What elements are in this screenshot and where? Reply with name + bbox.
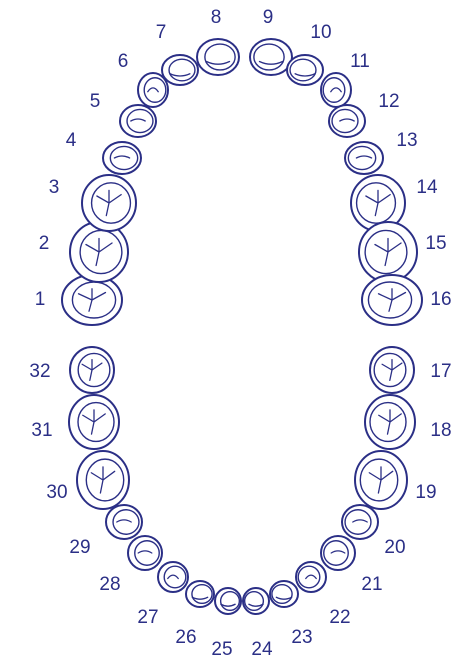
tooth-20[interactable] [342,505,378,539]
tooth-label-31: 31 [31,420,52,441]
tooth-label-3: 3 [49,177,60,198]
tooth-21[interactable] [321,536,355,570]
tooth-30[interactable] [77,451,129,509]
tooth-label-20: 20 [384,537,405,558]
tooth-label-8: 8 [211,7,222,28]
tooth-label-18: 18 [430,420,451,441]
tooth-label-25: 25 [211,639,232,660]
tooth-label-12: 12 [378,91,399,112]
tooth-3[interactable] [82,175,136,231]
tooth-11[interactable] [321,73,351,107]
tooth-25[interactable] [215,588,241,614]
tooth-label-4: 4 [66,130,77,151]
tooth-label-16: 16 [430,289,451,310]
tooth-18[interactable] [365,395,415,449]
tooth-24[interactable] [243,588,269,614]
tooth-label-17: 17 [430,361,451,382]
tooth-label-24: 24 [251,639,273,660]
tooth-19[interactable] [355,451,407,509]
tooth-7[interactable] [162,55,198,85]
tooth-4[interactable] [103,142,141,174]
tooth-label-13: 13 [396,130,417,151]
tooth-label-32: 32 [29,361,50,382]
tooth-13[interactable] [345,142,383,174]
tooth-17[interactable] [370,347,414,393]
tooth-27[interactable] [158,562,188,592]
tooth-28[interactable] [128,536,162,570]
tooth-9[interactable] [250,39,292,75]
tooth-label-22: 22 [329,607,350,628]
tooth-26[interactable] [186,581,214,607]
tooth-label-30: 30 [46,482,67,503]
tooth-label-5: 5 [90,91,101,112]
tooth-label-1: 1 [35,289,46,310]
tooth-label-23: 23 [291,627,312,648]
tooth-22[interactable] [296,562,326,592]
tooth-label-26: 26 [175,627,196,648]
tooth-label-11: 11 [350,51,370,72]
tooth-31[interactable] [69,395,119,449]
tooth-32[interactable] [70,347,114,393]
tooth-6[interactable] [138,73,168,107]
tooth-10[interactable] [287,55,323,85]
tooth-label-27: 27 [137,607,158,628]
tooth-15[interactable] [359,222,417,282]
tooth-2[interactable] [70,222,128,282]
tooth-29[interactable] [106,505,142,539]
tooth-23[interactable] [270,581,298,607]
tooth-16[interactable] [362,275,422,325]
tooth-label-9: 9 [263,7,274,28]
tooth-12[interactable] [329,105,365,137]
tooth-label-2: 2 [39,233,50,254]
tooth-label-29: 29 [69,537,90,558]
tooth-label-6: 6 [118,51,129,72]
tooth-label-28: 28 [99,574,120,595]
tooth-label-7: 7 [156,22,167,43]
tooth-5[interactable] [120,105,156,137]
tooth-1[interactable] [62,275,122,325]
tooth-label-10: 10 [310,22,331,43]
tooth-label-19: 19 [415,482,436,503]
tooth-label-15: 15 [425,233,446,254]
tooth-8[interactable] [197,39,239,75]
tooth-label-21: 21 [361,574,382,595]
tooth-label-14: 14 [416,177,438,198]
